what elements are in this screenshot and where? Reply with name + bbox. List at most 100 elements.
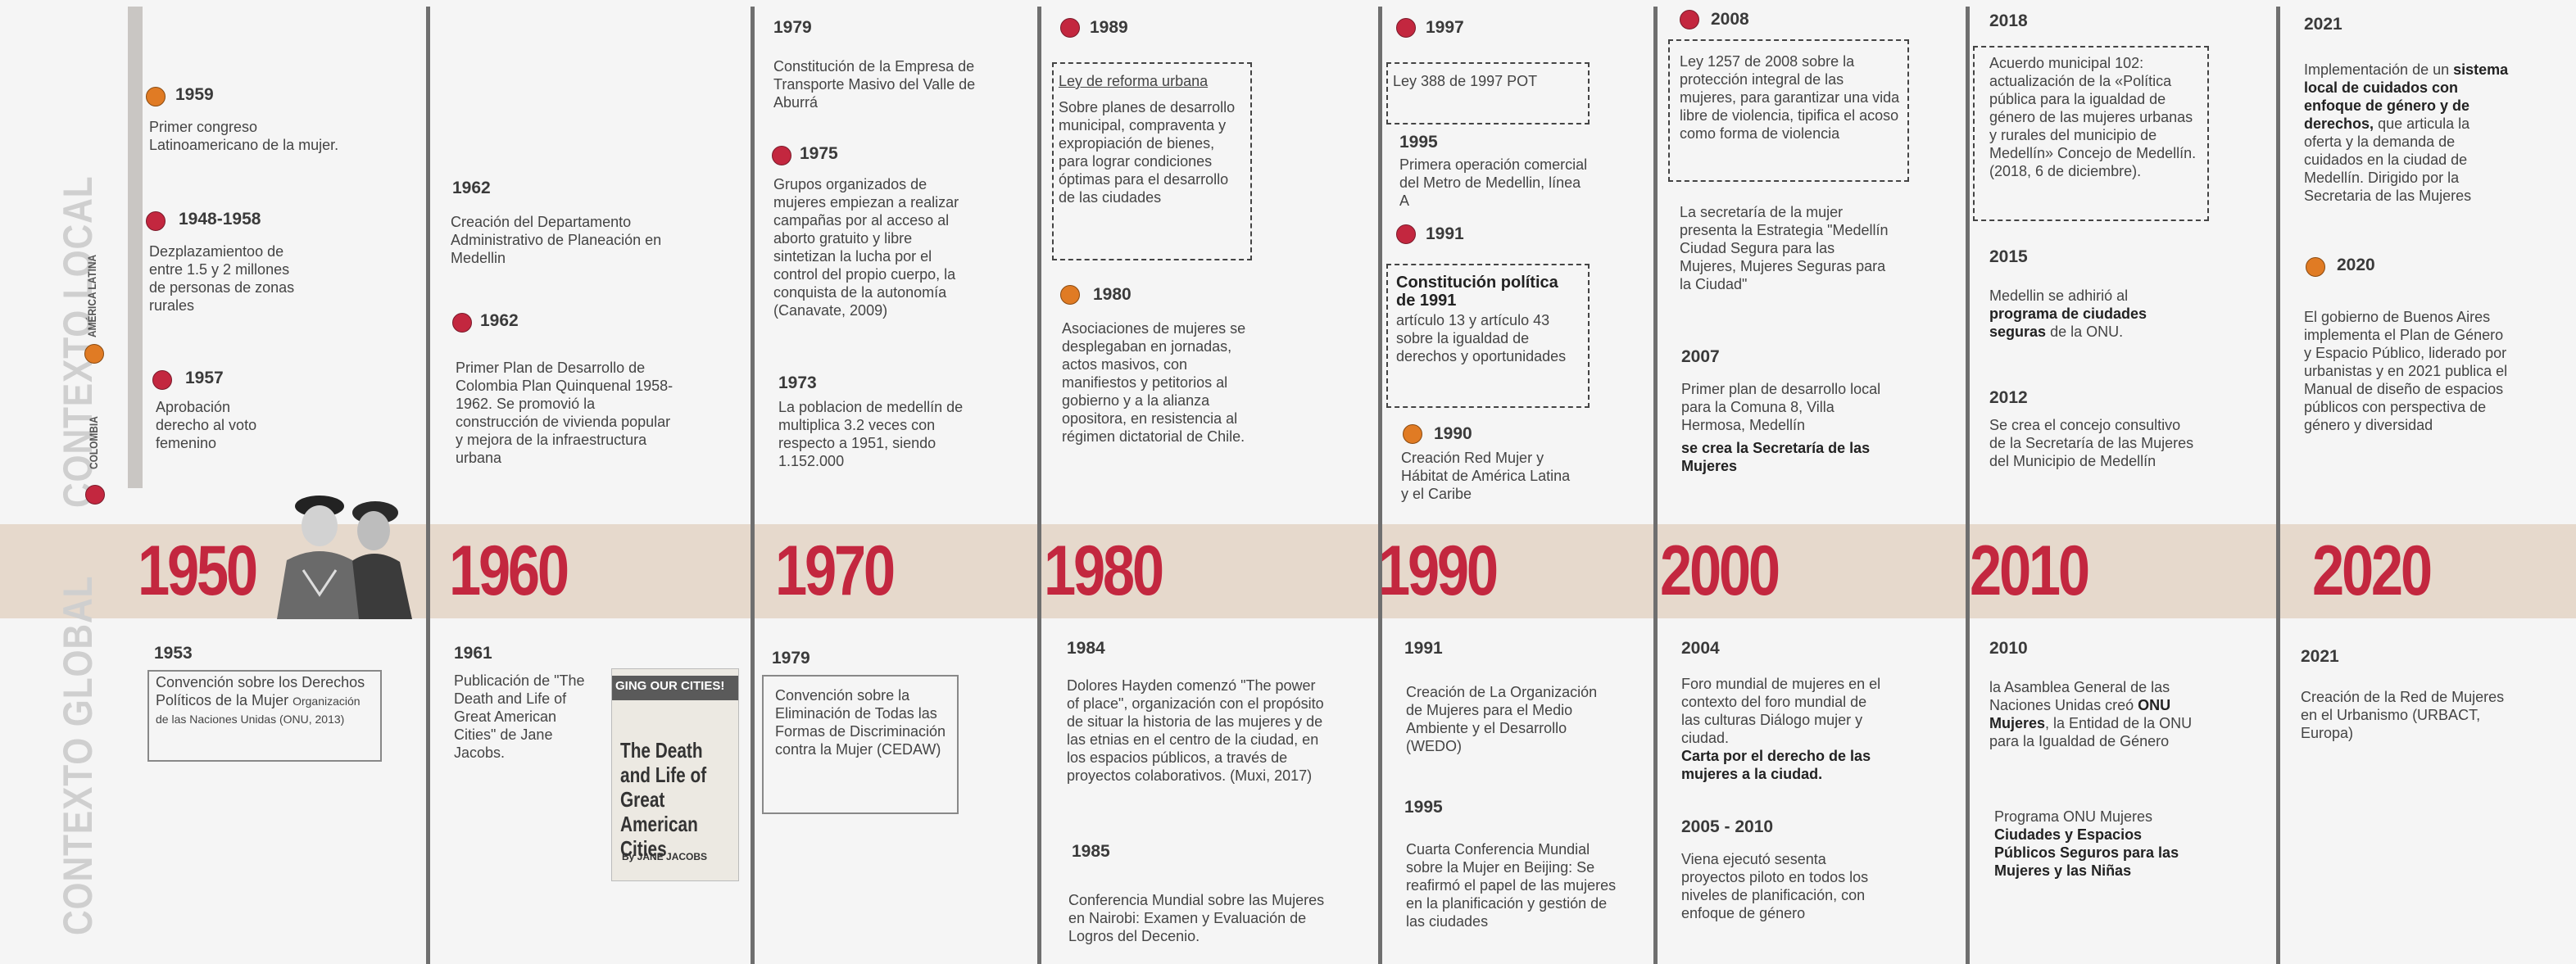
dashed-box [1386,62,1590,124]
event-text: artículo 13 y artículo 43 sobre la igual… [1396,312,1567,364]
event-text: Aprobación derecho al voto femenino [156,399,257,451]
book-title: The Death and Life of Great American Cit… [620,738,707,861]
event-year: 1984 [1067,639,1105,658]
event-text-part: que articula la oferta y la demanda de c… [2304,115,2472,204]
timeline-marker [2306,257,2325,277]
event-text: La secretaría de la mujer presenta la Es… [1680,204,1889,292]
event-year: 1975 [800,144,838,163]
event-year: 1995 [1404,798,1443,817]
event-highlight: se crea la Secretaría de las Mujeres [1681,440,1871,474]
timeline-marker [146,87,166,106]
timeline-marker [146,211,166,231]
event-year: 1959 [175,85,214,104]
event-year: 1953 [154,644,193,663]
event-text: Dezplazamientoo de entre 1.5 y 2 millone… [149,243,295,314]
column-divider [426,7,430,964]
event-text: Se crea el concejo consultivo de la Secr… [1989,417,2194,469]
event-year: 1989 [1090,18,1128,37]
event-year: 2004 [1681,639,1720,658]
event-year: 1979 [772,649,810,668]
event-year: 2008 [1711,10,1749,29]
event-year: 2005 - 2010 [1681,817,1774,836]
timeline-marker [1396,18,1416,38]
event-text: Acuerdo municipal 102: actualización de … [1989,55,2197,179]
event-text: Primer Plan de Desarrollo de Colombia Pl… [456,360,673,466]
event-text: El gobierno de Buenos Aires implementa e… [2304,309,2508,433]
column-divider [2276,7,2280,964]
timeline-marker [152,370,172,390]
event-year: 2018 [1989,11,2028,30]
dashed-box [1668,39,1909,182]
decade-1950: 1950 [138,532,258,610]
book-cover: GING OUR CITIES! The Death and Life of G… [611,668,739,881]
event-text-part: Implementación de un [2304,61,2450,78]
event-text: Ley 388 de 1997 POT [1393,73,1538,89]
event-text-part: Programa ONU Mujeres [1994,808,2153,825]
event-text: Convención sobre la Eliminación de Todas… [775,687,946,758]
dashed-box [1052,62,1252,260]
event-year: 1997 [1426,18,1464,37]
event-year: 1962 [480,311,519,330]
event-year: 2021 [2304,15,2342,34]
event-text-part: Medellin se adhirió al [1989,287,2129,304]
event-year: 1990 [1434,424,1472,443]
decade-2020: 2020 [2312,532,2433,610]
event-text: Ley 1257 de 2008 sobre la protección int… [1680,53,1900,142]
column-divider [1037,7,1041,964]
decade-1980: 1980 [1044,532,1164,610]
decade-1960: 1960 [449,532,569,610]
event-source: Organización de las Naciones Unidas (ONU… [156,695,361,726]
event-text: Constitución de la Empresa de Transporte… [773,58,976,111]
event-text: Medellin se adhirió al programa de ciuda… [1989,287,2194,341]
event-box [762,675,959,814]
event-text: Primera operación comercial del Metro de… [1399,156,1588,209]
column-divider [751,7,755,964]
event-text: la Asamblea General de las Naciones Unid… [1989,678,2194,750]
event-year: 1979 [773,18,812,37]
event-text-highlight: sistema local de cuidados con enfoque de… [2304,61,2509,132]
event-highlight: Carta por el derecho de las mujeres a la… [1681,748,1871,782]
event-text: Viena ejecutó sesenta proyectos piloto e… [1681,851,1869,921]
event-text: Programa ONU Mujeres Ciudades y Espacios… [1994,808,2199,880]
event-text: Sobre planes de desarrollo municipal, co… [1059,99,1236,206]
decade-1970: 1970 [775,532,896,610]
event-year: 1961 [454,644,492,663]
decade-2000: 2000 [1660,532,1780,610]
event-text-highlight: programa de ciudades seguras [1989,305,2147,340]
event-year: 1991 [1426,224,1464,243]
column-divider [1378,7,1382,964]
event-text: Cuarta Conferencia Mundial sobre la Muje… [1406,841,1617,930]
event-text: Dolores Hayden comenzó "The power of pla… [1067,677,1324,784]
timeline-marker [1396,224,1416,244]
book-author: By JANE JACOBS [622,851,708,862]
event-text: Implementación de un sistema local de cu… [2304,61,2509,205]
event-year: 2010 [1989,639,2028,658]
column-divider [1966,7,1970,964]
event-text: Creación de La Organización de Mujeres p… [1406,684,1598,754]
event-year: 2007 [1681,347,1720,366]
event-year: 1995 [1399,133,1438,152]
event-text-highlight: ONU Mujeres [1989,697,2171,731]
colombia-label: COLOMBIA [87,416,100,469]
event-text-part: la Asamblea General de las Naciones Unid… [1989,679,2170,713]
local-bar [128,7,143,488]
women-photo [277,496,412,619]
dashed-box [1973,46,2209,221]
event-text: Convención sobre los Derechos Políticos … [156,673,369,727]
book-top-text: GING OUR CITIES! [615,679,725,693]
event-year: 1980 [1093,285,1132,304]
event-year: 1948-1958 [179,210,261,229]
event-year: 1985 [1072,842,1110,861]
event-year: 2015 [1989,247,2028,266]
event-text: Creación Red Mujer y Hábitat de América … [1401,450,1571,502]
event-text: La poblacion de medellín de multiplica 3… [778,399,964,469]
latin-america-marker [84,344,104,364]
column-divider [1653,7,1658,964]
event-box [147,670,382,762]
event-text-part: de la ONU. [2050,324,2124,340]
timeline-marker [452,313,472,333]
timeline-marker [1680,10,1699,29]
event-text: Foro mundial de mujeres en el contexto d… [1681,676,1881,746]
event-year: 1991 [1404,639,1443,658]
event-title: Constitución política de 1991 [1396,274,1558,310]
